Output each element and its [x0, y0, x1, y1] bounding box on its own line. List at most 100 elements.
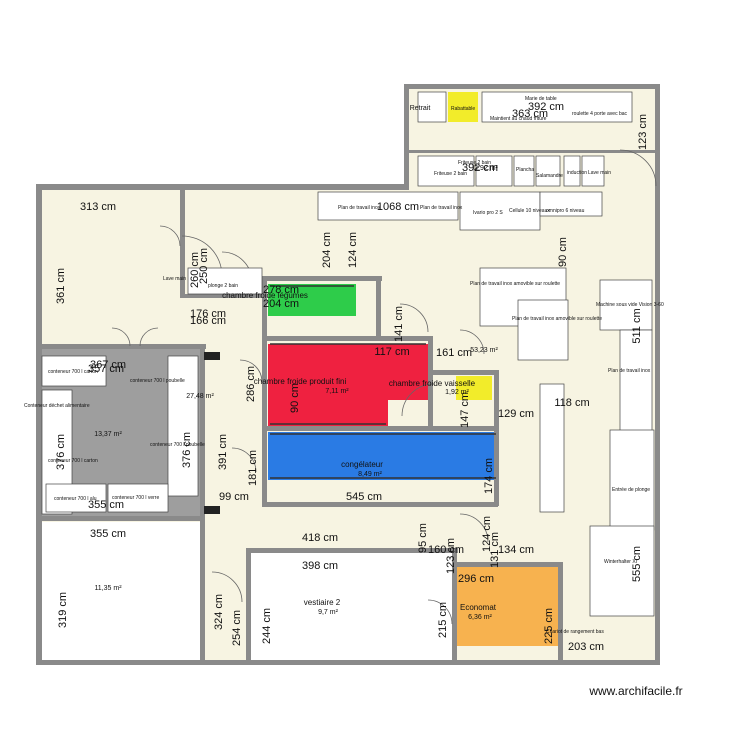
door-swing [239, 359, 263, 383]
equipment-label: Winterhalter XI [604, 559, 637, 565]
table [563, 155, 581, 187]
equipment-label: plonge 2 bain [208, 283, 238, 289]
area-label: 11,35 m² [94, 585, 122, 592]
equipment-label: conteneur 700 l carton [48, 369, 98, 375]
wall [262, 502, 498, 507]
door-post [204, 352, 220, 360]
dimension-label: 215 cm [437, 602, 449, 638]
equipment-label: Plancha [516, 167, 534, 173]
table [475, 155, 513, 187]
area-label: 2,92 m² [474, 165, 498, 172]
room-labels: chambre froide légumes chambre froide pr… [222, 291, 497, 612]
equipment-label: Chariot de rangement bas [546, 629, 604, 635]
wall [262, 426, 498, 431]
wall [558, 562, 563, 664]
equipment-label: Friteuse 2 bain [434, 171, 467, 177]
dimension-label: 160 cm [428, 544, 464, 556]
wall [36, 516, 204, 521]
room-chambre-froide-vaisselle [456, 376, 492, 400]
dimension-label: 319 cm [57, 592, 69, 628]
door-swing [427, 599, 453, 625]
equipment-label: Plan de travail inox [420, 205, 463, 211]
table [317, 191, 459, 221]
door-swings [111, 149, 657, 625]
room-label-vaisselle: chambre froide vaisselle [389, 379, 476, 388]
table [417, 91, 447, 123]
dimension-label: 250 cm [198, 248, 210, 284]
wall [36, 344, 206, 349]
watermark: www.archifacile.fr [588, 684, 682, 698]
table [581, 155, 605, 187]
dimension-label: 123 cm [637, 114, 649, 150]
dimension-label: 376 cm [181, 432, 193, 468]
door-swing [139, 327, 159, 347]
dimension-label: 204 cm [263, 298, 299, 310]
rabattable-table [448, 92, 478, 122]
dimension-label: 99 cm [219, 491, 249, 503]
equipment-label: omnipro 6 niveau [546, 208, 585, 214]
dimension-label: 204 cm [321, 232, 333, 268]
dimension-label: 90 cm [289, 383, 301, 413]
door-swing [401, 383, 435, 417]
equipment-label: conteneur 700 l poubelle [150, 442, 205, 448]
dimension-label: 141 cm [393, 306, 405, 342]
shelf-line [270, 433, 496, 479]
room-label-legumes: chambre froide légumes [222, 291, 308, 300]
dimension-label: 118 cm [554, 397, 589, 409]
area-label: 53,23 m² [470, 347, 498, 354]
wall [180, 294, 262, 298]
shelf-line [270, 343, 426, 425]
dimension-label: 545 cm [346, 491, 382, 503]
dimension-label: 123 cm [445, 538, 457, 574]
area-label: 7,11 m² [325, 388, 349, 395]
table [599, 279, 653, 331]
equipment-label: Lave main [163, 276, 186, 282]
equipment-label: roulette 4 porte avec bac [572, 111, 628, 117]
dimension-labels-vertical: 361 cm 260 cm 250 cm 204 cm 124 cm 90 cm… [55, 114, 649, 646]
table [187, 267, 263, 295]
door-swing [459, 329, 485, 355]
room-vestiaire-2 [250, 552, 454, 660]
wall [36, 184, 42, 664]
equipment-label: induction [567, 170, 587, 176]
equipment-label: Ivario pro 2 S [473, 210, 503, 216]
equipment-labels: Retrait Rabattable Marie de table Mainti… [24, 96, 664, 635]
equipment-label: Lave main [588, 170, 611, 176]
room-economat [456, 566, 558, 646]
equipment-label: Entrée de plonge [612, 487, 650, 493]
cold-rooms [268, 92, 558, 646]
dimension-label: 254 cm [231, 610, 243, 646]
wall [406, 150, 658, 153]
area-label: 6,36 m² [468, 614, 492, 621]
dimension-label: 398 cm [302, 560, 338, 572]
room-label-produit-fini: chambre froide produit fini [254, 377, 347, 386]
dimension-label: 392 cm [462, 162, 498, 174]
wall [428, 336, 433, 428]
area-label: 1,92 m² [445, 389, 469, 396]
table [535, 155, 561, 187]
dimension-label: 361 cm [55, 268, 67, 304]
equipment-label: conteneur 700 l verre [112, 495, 159, 501]
equipment-label: Friteuse 2 bain [458, 160, 491, 166]
area-label: 8,49 m² [358, 471, 382, 478]
dimension-label: 174 cm [483, 458, 495, 494]
dimension-label: 363 cm [512, 108, 548, 120]
table [41, 355, 107, 387]
table [167, 355, 199, 497]
wall [404, 84, 660, 89]
wall [452, 562, 562, 567]
wall [404, 84, 409, 190]
area-label: 9,7 m² [318, 609, 339, 616]
equipment-label: Rabattable [451, 106, 475, 112]
area-label: 27,48 m² [186, 393, 214, 400]
room-label-vestiaire: vestiaire 2 [304, 598, 341, 607]
door-swing [111, 327, 131, 347]
room-chambre-froide-legumes [268, 284, 356, 316]
equipment-label: Plan de travail inox [608, 368, 651, 374]
dimension-label: 313 cm [80, 201, 116, 213]
dimension-label: 244 cm [261, 608, 273, 644]
dimension-label: 357 cm [88, 363, 124, 375]
table [107, 483, 169, 513]
dimension-label: 181 cm [247, 450, 259, 486]
